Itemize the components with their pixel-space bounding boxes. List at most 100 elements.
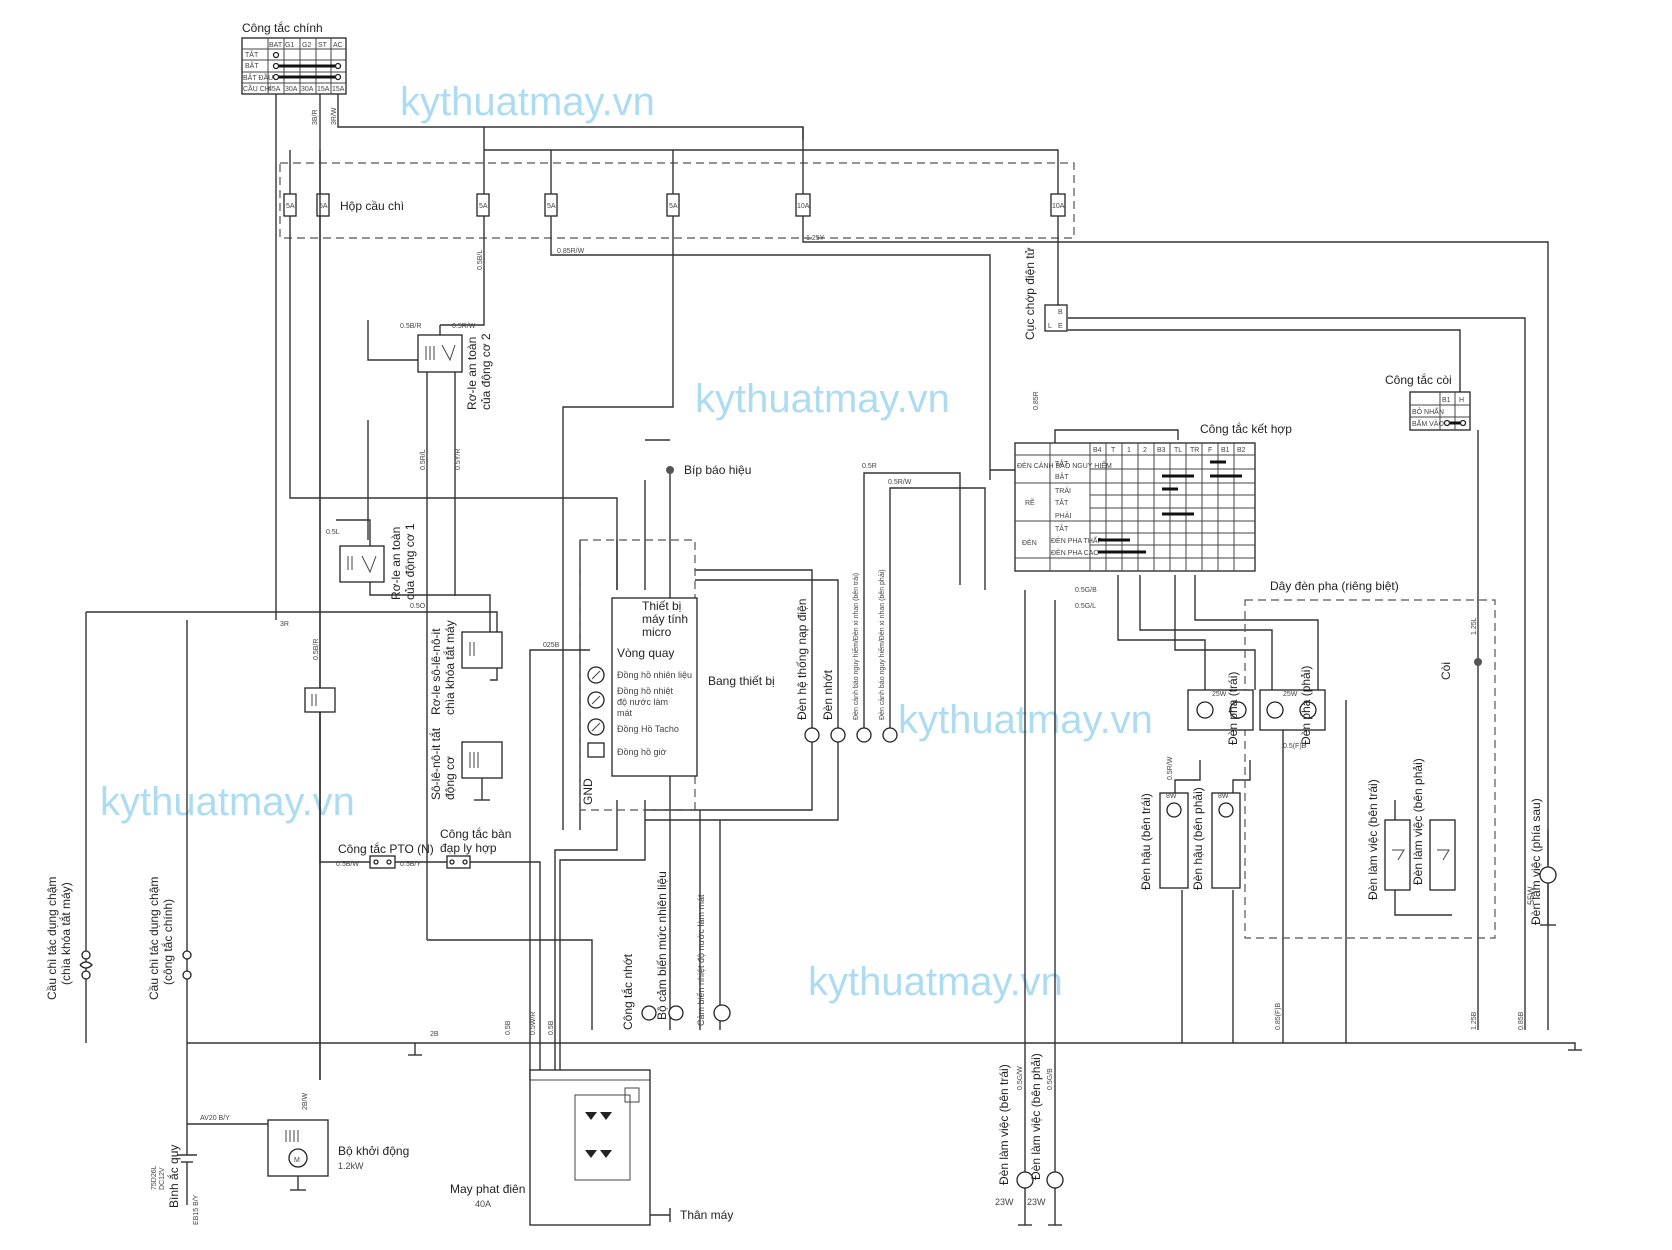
safety-relay-1: Rơ-le an toàn của động cơ 1	[339, 523, 417, 600]
ground-label: Thân máy	[680, 1208, 733, 1222]
clutch-switch: Công tắc bàn đạp ly hợp	[440, 826, 511, 869]
work-right-front-label: Đèn làm việc (bên phải)	[1411, 758, 1425, 885]
starter-label: Bộ khởi động	[338, 1144, 409, 1158]
combo-group-turn: RẼ	[1025, 498, 1035, 507]
main-switch-rating-2: 30A	[285, 86, 298, 93]
stop-solenoid-label-1: Sô-lê-nô-it tắt	[428, 727, 443, 800]
oil-lamp-label: Đèn nhớt	[821, 669, 835, 720]
micro-label-2: máy tính	[642, 612, 688, 626]
svg-text:B: B	[1058, 309, 1063, 316]
combo-row-hazard-off: TẮT	[1055, 459, 1069, 468]
horn-label: Còi	[1439, 662, 1453, 680]
wire-label-22: 2B	[430, 1031, 439, 1038]
combo-row-right: PHẢI	[1055, 511, 1071, 520]
headlight-harness-label: Dây đèn pha (riêng biệt)	[1270, 579, 1399, 593]
wire-label-3: 0.85R/W	[557, 248, 585, 255]
wire-label-13: 0.5B/R	[313, 639, 320, 660]
wire-label-5: 1.25Y	[806, 235, 825, 242]
wire-label-21: 0.85R	[1033, 391, 1040, 410]
combo-row-left: TRÁI	[1055, 486, 1071, 495]
combo-row-turn-off: TẮT	[1055, 498, 1069, 507]
slow-fuse-1-label-2: (chìa khóa tắt máy)	[58, 882, 73, 985]
main-switch-col-st: ST	[318, 42, 328, 49]
fuse-2: 5A	[319, 203, 328, 210]
starter-kw: 1.2kW	[338, 1161, 364, 1171]
wire-label-20: 0.5G/L	[1075, 603, 1096, 610]
watermark-5: kythuatmay.vn	[808, 960, 1063, 1004]
main-switch-col-g1: G1	[285, 42, 294, 49]
fuse-7: 10A	[1052, 203, 1065, 210]
oil-switch-label: Công tắc nhớt	[620, 953, 635, 1030]
wire-label-24: 0.5W/R	[530, 1012, 537, 1035]
fuse-4: 5A	[547, 203, 556, 210]
sensors: Công tắc nhớt Bộ cảm biến mức nhiên liệu…	[620, 871, 731, 1030]
fuse-box-title: Hộp cầu chì	[340, 199, 404, 213]
combo-group-light: ĐÈN	[1022, 538, 1037, 547]
svg-text:M: M	[294, 1157, 300, 1164]
work-right-w: 23W	[1027, 1197, 1046, 1207]
cluster-gnd: GND	[581, 778, 595, 805]
flasher: L B E Cục chớp điện tử	[1023, 247, 1068, 340]
combo-col-1: 1	[1127, 447, 1131, 454]
slow-fuse-2-label-2: (công tắc chính)	[160, 899, 175, 985]
combo-col-tr: TR	[1190, 447, 1199, 454]
wire-label-25: 0.5B	[548, 1020, 555, 1035]
wire-label-14: 0.5B/W	[336, 861, 359, 868]
wire-label-23: 0.5B	[505, 1020, 512, 1035]
fuse-5: 5A	[669, 203, 678, 210]
wire-label-16: 025B	[543, 642, 560, 649]
slow-fuse-1-label-1: Cầu chì tác dụng chậm	[45, 877, 59, 1000]
wire-label-18: 0.5R/W	[888, 479, 912, 486]
gauge-temp-1: Đồng hồ nhiệt	[617, 686, 674, 696]
gauge-fuel: Đồng hồ nhiên liệu	[617, 670, 692, 680]
wire-label-6: 0.5B/R	[400, 323, 421, 330]
wire-label-12: 3R	[280, 621, 289, 628]
fuse-6: 10A	[797, 203, 810, 210]
wire-label-33: 0.5(F)B	[1283, 743, 1307, 750]
main-switch: Công tắc chính BAT G1 G2 ST AC TẮT BẬT B…	[241, 20, 347, 95]
watermark-4: kythuatmay.vn	[100, 780, 355, 824]
pto-switch: Công tắc PTO (N)	[338, 841, 434, 869]
relay2-label-2: của động cơ 2	[479, 333, 493, 410]
battery-spec-1: 75D26L	[151, 1165, 158, 1190]
wire-label-8: 0.5R/L	[420, 449, 427, 470]
wire-label-34: 0.85(F)B	[1275, 1002, 1282, 1030]
wire-label-10: 0.5L	[326, 529, 340, 536]
tail-right-w: 8W	[1218, 793, 1229, 800]
slow-fuse-2: Cầu chì tác dụng chậm (công tắc chính)	[147, 877, 192, 1000]
clutch-label-2: đạp ly hợp	[440, 841, 497, 855]
turn-right-lamp-label: Đèn cảnh báo nguy hiểm/Đèn xi nhan (bên …	[878, 569, 886, 720]
battery-label: Bình ắc quy	[166, 1145, 181, 1208]
main-switch-rating-1: 45A	[268, 86, 281, 93]
rear-work-label: Đèn làm việc (phía sau)	[1529, 798, 1543, 925]
work-left-label: Đèn làm việc (bên trái)	[997, 1064, 1011, 1185]
wire-label-17: 0.5R	[862, 463, 877, 470]
gauge-hour: Đồng hồ giờ	[617, 747, 667, 757]
slow-fuse-1: Cầu chì tác dụng chậm (chìa khóa tắt máy…	[45, 877, 93, 1000]
alternator-amp: 40A	[475, 1199, 491, 1209]
stop-solenoid: Sô-lê-nô-it tắt động cơ	[428, 727, 503, 801]
combo-row-light-off: TẮT	[1055, 524, 1069, 533]
gauge-temp-2: độ nước làm	[617, 697, 668, 707]
combo-group-hazard: ĐÈN CẢNH BÁO NGUY HIỂM	[1017, 461, 1112, 470]
main-switch-col-g2: G2	[302, 42, 311, 49]
horn-switch-label: Công tắc còi	[1385, 372, 1452, 387]
watermark-2: kythuatmay.vn	[695, 377, 950, 421]
combo-row-high: ĐÈN PHA CAO	[1051, 548, 1099, 557]
main-switch-row-on: BẬT	[245, 61, 259, 70]
main-switch-rating-4: 15A	[317, 86, 330, 93]
wire-label-7: 0.5R/W	[452, 323, 476, 330]
fuse-box: Hộp cầu chì 5A 5A 5A 5A 5A 10A 10A	[279, 162, 1075, 239]
horn: Còi	[1439, 658, 1482, 680]
tail-left-label: Đèn hậu (bên trái)	[1139, 793, 1153, 890]
combo-switch-label: Công tắc kết hợp	[1200, 421, 1292, 436]
main-switch-rating-5: 15A	[332, 86, 345, 93]
horn-col-b1: B1	[1442, 397, 1451, 404]
buzzer: Bíp báo hiệu	[666, 463, 751, 477]
rear-work-lamp: 55W Đèn làm việc (phía sau)	[1526, 798, 1557, 926]
main-switch-row-off: TẮT	[245, 50, 259, 59]
micro-label-1: Thiết bị	[642, 599, 681, 613]
wire-label-28: EB15 B/Y	[193, 1194, 200, 1225]
tail-left-w: 8W	[1166, 793, 1177, 800]
